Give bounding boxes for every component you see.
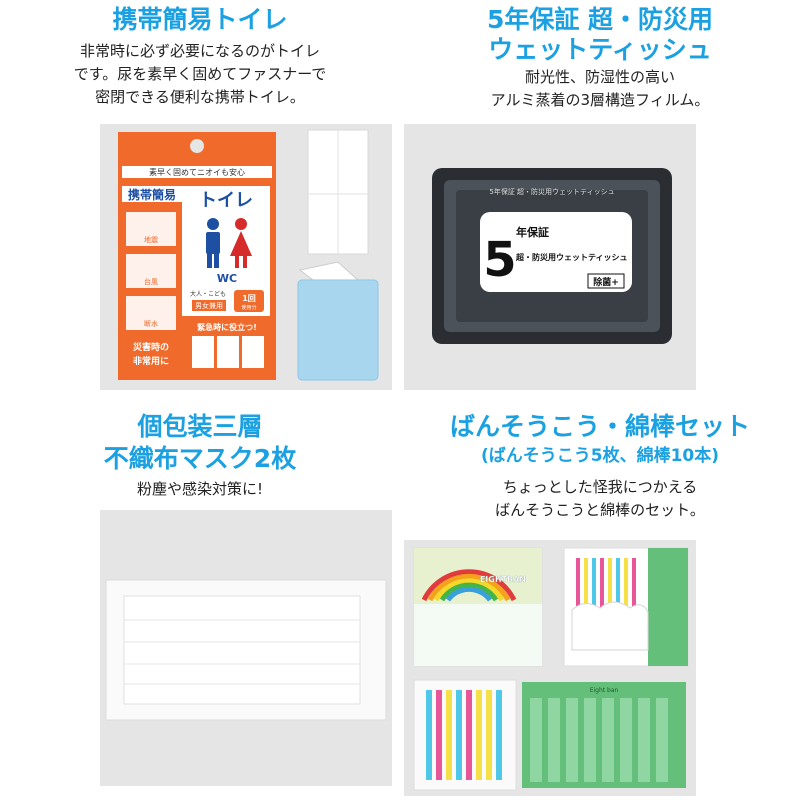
svg-text:台風: 台風 <box>144 277 158 286</box>
panel-title-line: ウェットティッシュ <box>488 35 712 64</box>
panel-title-line: 個包装三層 <box>137 412 263 441</box>
absorbent-pad <box>297 279 379 381</box>
count-unit: 使用分 <box>241 304 256 311</box>
panel-title-line: 不織布マスク2枚 <box>103 444 297 473</box>
brand-label: EIGHTBAN <box>480 575 526 584</box>
side-line: 非常用に <box>133 355 169 367</box>
target-label: 大人・こども <box>190 290 226 298</box>
svg-text:地震: 地震 <box>144 235 158 244</box>
panel-title: 携帯簡易トイレ <box>112 5 288 34</box>
strip-label: Eight ban <box>590 687 619 694</box>
bandage-strip-row <box>530 698 668 782</box>
female-icon <box>230 218 252 268</box>
panel-mask: 個包装三層 不織布マスク2枚 粉塵や感染対策に! <box>0 400 400 800</box>
use-care-icon <box>242 336 264 368</box>
pack-top-text: 5年保証 超・防災用ウェットティッシュ <box>489 187 614 196</box>
product-photo <box>100 510 392 786</box>
wet-tissue-product-image: 5年保証 超・防災用ウェットティッシュ 5 年保証 超・防災用ウェットティッシュ… <box>432 168 672 344</box>
male-icon <box>206 218 220 268</box>
desc-line: ばんそうこうと綿棒のセット。 <box>495 501 705 519</box>
scene-earthquake-icon <box>126 212 176 246</box>
side-line: 災害時の <box>132 341 169 353</box>
pack-label <box>480 212 632 292</box>
rainbow-icon <box>421 569 517 602</box>
svg-text:断水: 断水 <box>144 319 158 328</box>
use-car-icon <box>192 336 214 368</box>
desc-line: 粉塵や感染対策に! <box>136 480 263 498</box>
panel-portable-toilet: 携帯簡易トイレ 非常時に必ず必要になるのがトイレ です。尿を素早く固めてファスナ… <box>0 0 400 400</box>
count-label: 1回 <box>242 294 256 303</box>
package-name-a: 携帯簡易 <box>128 187 176 202</box>
package-name-b: トイレ <box>199 190 253 211</box>
panel-title-line: 5年保証 超・防災用 <box>486 5 714 34</box>
panel-subtitle: (ばんそうこう5枚、綿棒10本) <box>480 446 720 466</box>
desc-line: 耐光性、防湿性の高い <box>524 68 675 86</box>
product-photo: EIGHTBAN <box>404 540 696 796</box>
scene-typhoon-icon <box>126 254 176 288</box>
mask-product-image <box>105 579 387 721</box>
antibacterial-badge: 除菌+ <box>593 276 619 288</box>
product-photo: 素早く固めてニオイも安心 携帯簡易 トイレ WC 大人・こども <box>100 124 392 390</box>
cloud-icon <box>571 601 649 651</box>
swab-bundle <box>426 690 502 780</box>
cotton-swabs <box>576 558 636 618</box>
five-year-number: 5 <box>483 232 516 288</box>
desc-line: 非常時に必ず必要になるのがトイレ <box>79 42 320 60</box>
mask <box>123 595 361 705</box>
panel-wet-tissue: 5年保証 超・防災用 ウェットティッシュ 耐光性、防湿性の高い アルミ蒸着の3層… <box>400 0 800 400</box>
panel-bandage-set: ばんそうこう・綿棒セット (ばんそうこう5枚、綿棒10本) ちょっとした怪我につ… <box>400 400 800 800</box>
guarantee-label: 年保証 <box>516 225 549 239</box>
product-photo: 5年保証 超・防災用ウェットティッシュ 5 年保証 超・防災用ウェットティッシュ… <box>404 124 696 390</box>
toilet-product-image: 素早く固めてニオイも安心 携帯簡易 トイレ WC 大人・こども <box>118 129 379 381</box>
wc-label: WC <box>217 272 237 285</box>
scene-water-outage-icon <box>126 296 176 330</box>
unisex-label: 男女兼用 <box>195 301 223 310</box>
emergency-label: 緊急時に役立つ! <box>197 322 257 332</box>
panel-title: ばんそうこう・綿棒セット <box>449 412 750 441</box>
desc-line: アルミ蒸着の3層構造フィルム。 <box>490 91 710 109</box>
desc-line: 密閉できる便利な携帯トイレ。 <box>95 88 305 106</box>
bandage-product-image: EIGHTBAN <box>413 547 689 791</box>
package-tagline: 素早く固めてニオイも安心 <box>149 167 245 177</box>
use-leisure-icon <box>217 336 239 368</box>
product-label: 超・防災用ウェットティッシュ <box>515 252 628 262</box>
desc-line: ちょっとした怪我につかえる <box>502 478 698 496</box>
desc-line: です。尿を素早く固めてファスナーで <box>73 65 327 83</box>
hang-hole <box>190 139 204 153</box>
